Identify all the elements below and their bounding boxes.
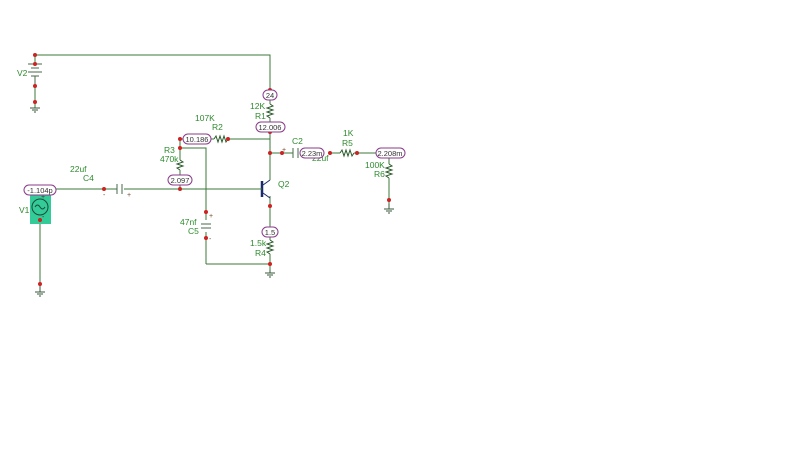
v2-battery[interactable] <box>28 63 42 86</box>
r6-value: 100K <box>365 160 385 170</box>
r5-value: 1K <box>343 128 354 138</box>
c4-minus: - <box>103 192 106 199</box>
r3-label: R3 <box>164 145 175 155</box>
c5-label: C5 <box>188 226 199 236</box>
probe-base-value: 2.097 <box>171 176 190 185</box>
r4-label: R4 <box>255 248 266 258</box>
r2-value: 107K <box>195 113 215 123</box>
ground-r6 <box>384 204 394 214</box>
probe-vcc[interactable]: 24 <box>262 89 278 101</box>
ground-r4 <box>265 270 275 278</box>
probe-base[interactable]: 2.097 <box>167 174 193 186</box>
v2-label: V2 <box>17 68 28 78</box>
c5-value: 47nf <box>180 217 197 227</box>
junction-nodes <box>33 53 391 286</box>
probe-collector-value: 12.006 <box>259 123 282 132</box>
c2-capacitor[interactable] <box>292 148 299 158</box>
c4-value: 22uf <box>70 164 87 174</box>
svg-text:-: - <box>42 214 45 221</box>
r2-label: R2 <box>212 122 223 132</box>
probe-c2-out[interactable]: 2.23m <box>299 147 325 159</box>
probe-r2-left[interactable]: 10.186 <box>182 133 212 145</box>
c2-label: C2 <box>292 136 303 146</box>
svg-text:+: + <box>41 194 45 201</box>
q2-npn-transistor[interactable] <box>260 179 271 199</box>
r5-resistor[interactable] <box>339 148 355 158</box>
probe-vout-value: 2.208m <box>377 149 402 158</box>
q2-label: Q2 <box>278 179 290 189</box>
probe-r2-left-value: 10.186 <box>186 135 209 144</box>
c4-capacitor[interactable] <box>116 184 123 194</box>
r1-resistor[interactable] <box>265 103 275 119</box>
probe-vin[interactable]: -1.104p <box>23 184 57 196</box>
r6-label: R6 <box>374 169 385 179</box>
c4-plus: + <box>127 192 131 199</box>
probe-vcc-value: 24 <box>266 91 274 100</box>
r1-label: R1 <box>255 111 266 121</box>
r1-value: 12K <box>250 101 265 111</box>
probe-vout[interactable]: 2.208m <box>375 147 406 159</box>
r3-value: 470k <box>160 154 179 164</box>
probe-emitter[interactable]: 1.5 <box>261 226 279 238</box>
c2-plus: + <box>282 147 286 154</box>
ground-v2 <box>30 107 40 113</box>
probe-collector[interactable]: 12.006 <box>255 121 286 133</box>
r3-resistor[interactable] <box>175 159 185 171</box>
c5-minus: - <box>209 236 212 243</box>
c5-plus: + <box>209 213 213 220</box>
probe-c2-out-value: 2.23m <box>302 149 323 158</box>
r6-resistor[interactable] <box>384 163 394 179</box>
r4-value: 1.5k <box>250 238 267 248</box>
probe-vin-value: -1.104p <box>27 186 52 195</box>
probe-emitter-value: 1.5 <box>265 228 275 237</box>
v1-label: V1 <box>19 205 30 215</box>
v1-ac-source[interactable]: + - <box>30 194 51 224</box>
r4-resistor[interactable] <box>265 239 275 255</box>
c5-capacitor[interactable] <box>201 223 211 229</box>
c4-label: C4 <box>83 173 94 183</box>
wires <box>34 54 390 284</box>
r5-label: R5 <box>342 138 353 148</box>
r2-resistor[interactable] <box>213 134 229 144</box>
